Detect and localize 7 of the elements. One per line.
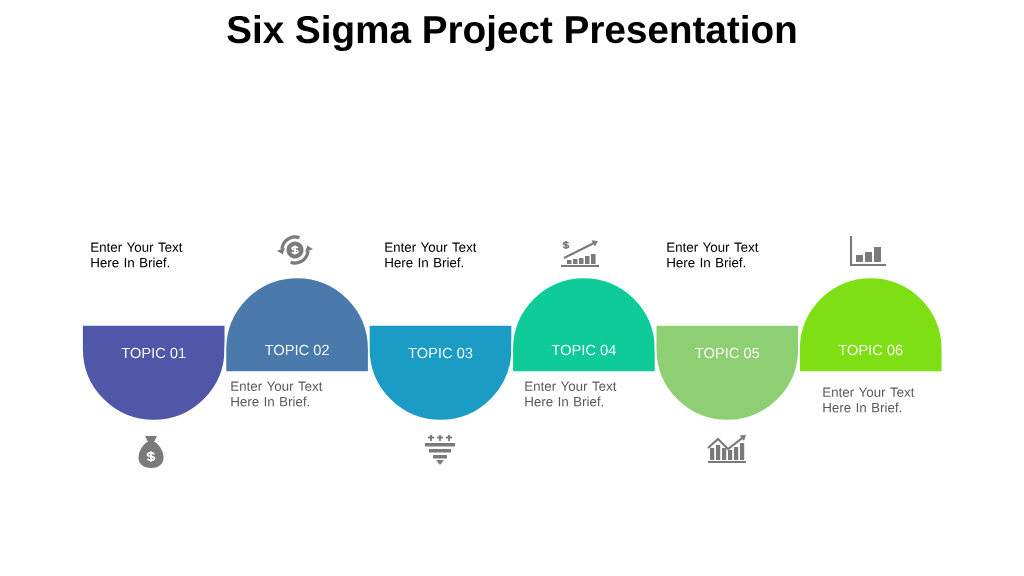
description-text: Enter Your Text Here In Brief. [823, 387, 915, 413]
description-text: Enter Your Text Here In Brief. [525, 381, 617, 407]
description-text: Enter Your Text Here In Brief. [91, 242, 183, 268]
description-text: Enter Your Text Here In Brief. [385, 242, 477, 268]
title: Six Sigma Project Presentation [227, 14, 796, 52]
description-text: Enter Your Text Here In Brief. [667, 242, 759, 268]
description-text: Enter Your Text Here In Brief. [231, 381, 323, 407]
